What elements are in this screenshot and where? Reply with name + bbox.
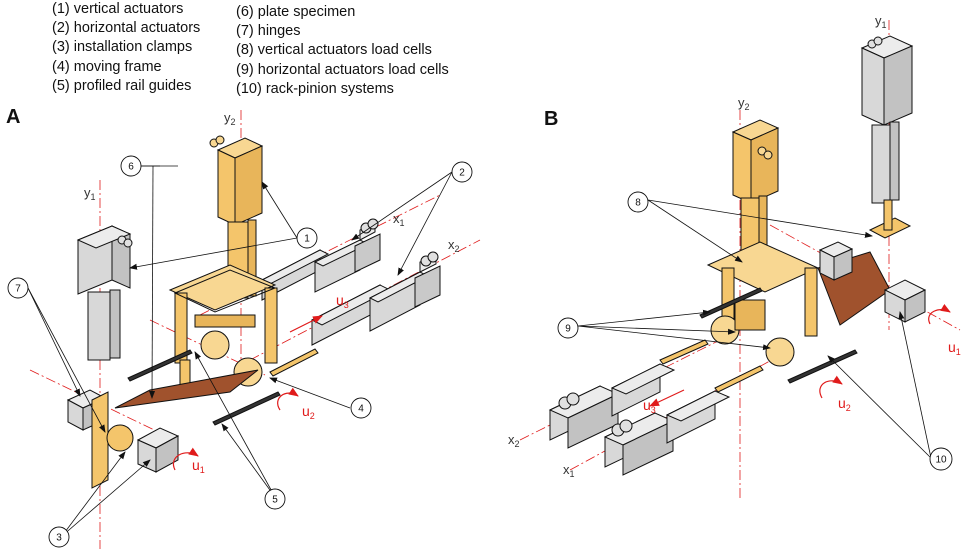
legend-item: (10) rack-pinion systems — [236, 80, 394, 97]
profiled-rail-guides — [127, 349, 281, 426]
installation-clamps-b — [818, 241, 927, 323]
legend-column-1: (1) vertical actuators (2) horizontal ac… — [52, 0, 200, 96]
moving-frame-b — [706, 241, 820, 367]
callout-3: 3 — [56, 533, 62, 544]
axis-label-y2: y2 — [224, 110, 236, 127]
callout-8: 8 — [635, 198, 641, 209]
horizontal-actuator-upper — [260, 218, 381, 301]
legend-item: (8) vertical actuators load cells — [236, 42, 432, 59]
vertical-actuator-right — [860, 35, 914, 239]
panel-a-displacement-arrows — [172, 315, 323, 471]
legend-column-2: (6) plate specimen (7) hinges (8) vertic… — [236, 3, 449, 99]
axis-label-x1: x1 — [393, 211, 405, 228]
panel-b-leaders — [577, 199, 932, 459]
vertical-actuator-center-b — [731, 119, 780, 261]
axis-label-b-y1: y1 — [875, 13, 887, 30]
panel-a-label: A — [6, 106, 21, 128]
panel-b-drawing — [519, 20, 961, 500]
horizontal-actuator-b-lower — [603, 365, 764, 476]
displacement-label-u2: u2 — [302, 403, 315, 421]
legend-item: (1) vertical actuators — [52, 1, 184, 17]
legend-item: (6) plate specimen — [236, 4, 356, 20]
callout-7: 7 — [15, 284, 21, 295]
displacement-label-b-u2: u2 — [838, 395, 851, 413]
legend-item: (4) moving frame — [52, 58, 162, 75]
callout-9: 9 — [565, 324, 571, 335]
legend-item: (5) profiled rail guides — [52, 77, 192, 94]
panel-b-displacement-arrows — [649, 303, 951, 407]
axis-label-x2: x2 — [448, 237, 460, 254]
displacement-label-b-u3: u3 — [643, 397, 656, 415]
horizontal-actuator-lower — [269, 251, 441, 377]
profiled-rail-guides-b — [699, 287, 858, 384]
displacement-label-u1: u1 — [192, 457, 205, 475]
axis-label-b-x1: x1 — [563, 462, 575, 479]
callout-6: 6 — [128, 162, 134, 173]
displacement-label-b-u1: u1 — [948, 339, 961, 357]
panel-b-callouts — [557, 191, 953, 471]
panel-a-drawing — [7, 110, 481, 549]
callout-2: 2 — [459, 168, 465, 179]
axis-label-b-x2: x2 — [508, 432, 520, 449]
callout-10: 10 — [935, 455, 947, 466]
vertical-actuator-left — [76, 225, 133, 361]
callout-5: 5 — [272, 495, 278, 506]
displacement-label-u3: u3 — [336, 292, 349, 310]
legend-item: (9) horizontal actuators load cells — [236, 61, 449, 78]
moving-frame — [168, 264, 278, 391]
panel-a-callouts — [7, 155, 473, 548]
legend-item: (7) hinges — [236, 23, 301, 40]
axis-label-b-y2: y2 — [738, 95, 750, 112]
legend-item: (3) installation clamps — [52, 39, 193, 56]
panel-a-leaders — [27, 165, 453, 537]
panel-b-label: B — [544, 108, 559, 130]
horizontal-actuator-b-upper — [548, 339, 709, 449]
legend-item: (2) horizontal actuators — [52, 20, 201, 37]
axis-label-y1: y1 — [84, 185, 96, 202]
callout-4: 4 — [358, 404, 364, 415]
callout-1: 1 — [304, 234, 310, 245]
